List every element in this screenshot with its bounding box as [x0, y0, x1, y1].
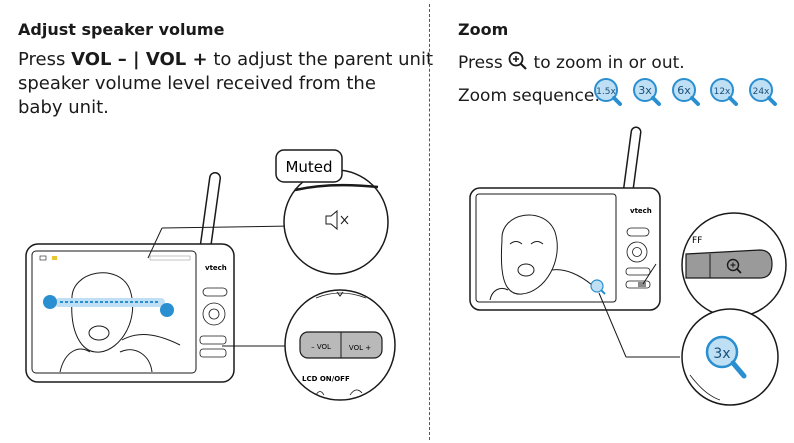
zoom-level-icon-3x: 3x: [633, 78, 661, 106]
zoom-heading: Zoom: [458, 20, 509, 39]
parent-unit-left: vtech: [25, 172, 235, 383]
section-divider: [429, 4, 430, 440]
zoom-level-icon-6x: 6x: [672, 78, 700, 106]
baby-image-right: [489, 214, 593, 301]
zoom-level-label: 6x: [677, 84, 691, 97]
speaker-low-icon: [43, 295, 57, 309]
volume-line-1: Press VOL – | VOL + to adjust the parent…: [18, 49, 434, 70]
vol-buttons-small[interactable]: [199, 335, 227, 345]
off-label: FF: [692, 236, 702, 246]
muted-callout: Muted: [275, 149, 389, 275]
volume-heading: Adjust speaker volume: [18, 20, 225, 39]
vol-keys: VOL – | VOL +: [71, 49, 208, 70]
talk-button[interactable]: [202, 287, 228, 297]
zoom-level-icon-24x: 24x: [749, 78, 777, 106]
zoom-level-3x: 3x: [713, 346, 730, 362]
zoom-button-icon[interactable]: [726, 258, 742, 274]
muted-label: Muted: [285, 158, 332, 176]
vol-minus-button[interactable]: – VOL: [311, 343, 331, 351]
parent-unit-right: vtech: [469, 126, 661, 311]
mute-speaker-icon: [325, 209, 349, 231]
zoom-level-callout: 3x: [681, 308, 779, 406]
zoom-in-icon: [508, 51, 527, 70]
speaker-high-icon: [160, 303, 174, 317]
zoom-level-label: 3x: [638, 84, 652, 97]
zoom-button-small[interactable]: [638, 282, 646, 287]
brand-logo-right: vtech: [630, 207, 652, 215]
volume-line-2: speaker volume level received from the: [18, 73, 376, 94]
zoom-level-icon-1_5x: 1.5x: [594, 78, 622, 106]
zoom-sequence-label: Zoom sequence:: [458, 86, 601, 106]
volume-line-3: baby unit.: [18, 97, 109, 118]
zoom-level-label: 1.5x: [596, 87, 616, 97]
brand-logo-left: vtech: [205, 264, 227, 272]
zoom-level-icon-12x: 12x: [710, 78, 738, 106]
vol-callout: – VOL VOL + LCD ON/OFF: [284, 289, 396, 401]
zoom-button-callout: FF: [681, 212, 787, 318]
zoom-level-label: 12x: [714, 87, 731, 97]
vol-plus-button[interactable]: VOL +: [349, 344, 371, 352]
lcd-label: LCD ON/OFF: [302, 375, 350, 383]
zoom-instruction: Press to zoom in or out.: [458, 51, 685, 73]
zoom-sequence: 1.5x 3x 6x 12x 24x: [594, 78, 777, 106]
zoom-indicator-small: [590, 279, 606, 295]
volume-instructions: Press VOL – | VOL + to adjust the parent…: [18, 48, 433, 120]
zoom-level-label: 24x: [753, 87, 770, 97]
